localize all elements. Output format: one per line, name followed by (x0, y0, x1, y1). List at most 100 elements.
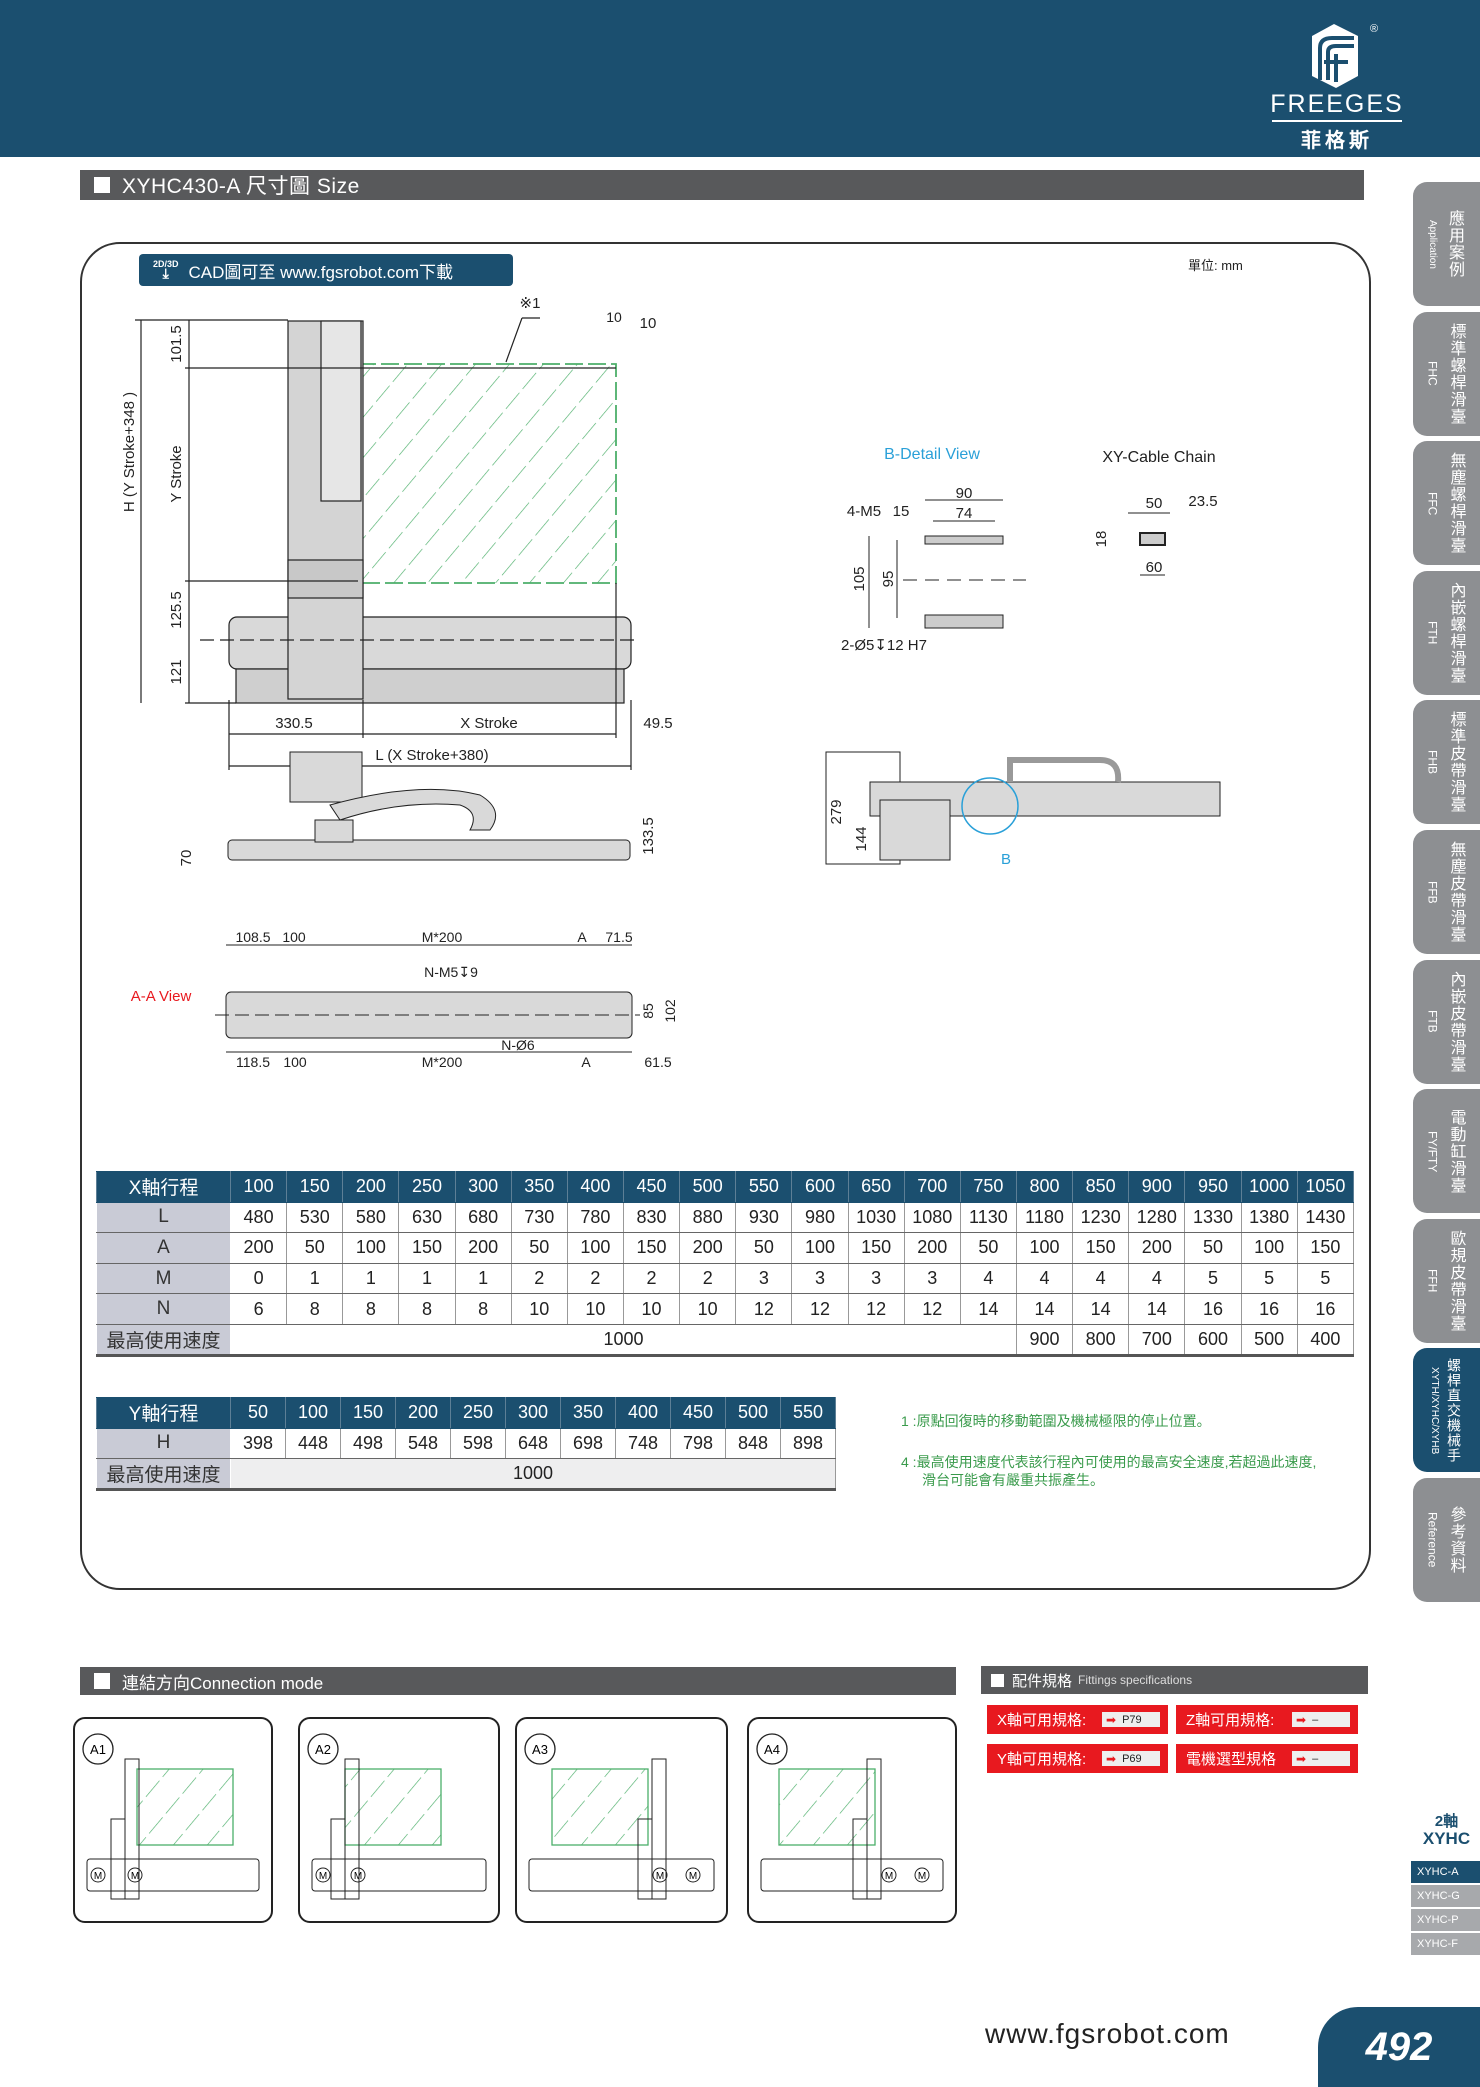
table-cell: 698 (560, 1427, 616, 1460)
section-title-bar: XYHC430-A 尺寸圖 Size (80, 170, 1364, 200)
fitting-page-link[interactable]: ➡– (1292, 1751, 1350, 1766)
dim-101-5: 101.5 (168, 325, 185, 363)
side-tab-code: FHB (1425, 750, 1440, 775)
table-cell: 12 (735, 1293, 793, 1325)
table-cell: 4 (1128, 1262, 1186, 1295)
fitting-item[interactable]: 電機選型規格➡– (1176, 1744, 1358, 1773)
series-item[interactable]: XYHC-G (1411, 1885, 1480, 1907)
table-cell: 10 (510, 1293, 568, 1325)
logo-divider (1272, 120, 1402, 122)
series-item[interactable]: XYHC-P (1411, 1909, 1480, 1931)
table-cell: 12 (847, 1293, 905, 1325)
fittings-title-en: Fittings specifications (1078, 1673, 1193, 1687)
table-cell: 530 (286, 1201, 344, 1234)
dim-n-6: N-Ø6 (501, 1037, 535, 1053)
dim-95: 95 (880, 571, 897, 588)
series-heading: 2軸 XYHC (1413, 1813, 1480, 1847)
speed-label: 最高使用速度 (96, 1323, 231, 1357)
table-cell: 1280 (1128, 1201, 1186, 1234)
table-cell: 150 (1296, 1232, 1355, 1264)
side-tab-label: 無塵螺桿滑臺 (1447, 452, 1465, 555)
table-cell: 100 (1240, 1232, 1298, 1264)
row-label: M (96, 1262, 231, 1295)
dim-90: 90 (956, 485, 973, 502)
footer-url[interactable]: www.fgsrobot.com (985, 2018, 1230, 2049)
fitting-item[interactable]: Y軸可用規格:➡P69 (987, 1744, 1168, 1773)
fitting-item[interactable]: X軸可用規格:➡P79 (987, 1705, 1168, 1734)
stroke-header: 650 (847, 1171, 905, 1203)
dim-100-top: 100 (282, 929, 306, 945)
table-cell: 1080 (903, 1201, 961, 1234)
fitting-page-link[interactable]: ➡– (1292, 1712, 1350, 1727)
stroke-header: 350 (560, 1397, 616, 1429)
stroke-header: 850 (1072, 1171, 1130, 1203)
series-item[interactable]: XYHC-A (1411, 1861, 1480, 1883)
table-cell: 150 (398, 1232, 456, 1264)
table-cell: 4 (1015, 1262, 1074, 1295)
table-cell: 12 (791, 1293, 849, 1325)
side-tab-label: 標準螺桿滑臺 (1447, 322, 1465, 425)
side-tab-code: FTH (1425, 621, 1440, 645)
table-cell: 100 (791, 1232, 849, 1264)
table-cell: 10 (566, 1293, 624, 1325)
table-cell: 3 (791, 1262, 849, 1295)
stroke-header: 600 (791, 1171, 849, 1203)
table-cell: 1330 (1184, 1201, 1242, 1234)
motor-icon: M (885, 1871, 893, 1882)
table-cell: 14 (1128, 1293, 1186, 1325)
stroke-header: 700 (903, 1171, 961, 1203)
table-cell: 980 (791, 1201, 849, 1234)
motor-icon: M (354, 1871, 362, 1882)
cad-download-link[interactable]: 2D/3D⤓ CAD圖可至 www.fgsrobot.com下載 (139, 254, 513, 286)
side-tab-label: 電動缸滑臺 (1447, 1108, 1465, 1194)
stroke-header: 150 (340, 1397, 396, 1429)
stroke-header: 250 (450, 1397, 506, 1429)
motor-icon: M (656, 1871, 664, 1882)
stroke-header: 200 (395, 1397, 451, 1429)
series-item[interactable]: XYHC-F (1411, 1933, 1480, 1955)
stroke-header: 500 (679, 1171, 737, 1203)
detail-b-marker: B (1001, 851, 1011, 868)
download-icon: 2D/3D⤓ (153, 259, 179, 281)
mode-label: A1 (90, 1742, 106, 1757)
speed-cell: 600 (1184, 1323, 1242, 1357)
table-cell: 8 (286, 1293, 344, 1325)
dim-60: 60 (1146, 559, 1163, 576)
stroke-header: 750 (959, 1171, 1017, 1203)
brand-name-zh: 菲格斯 (1301, 130, 1373, 152)
table-cell: 14 (959, 1293, 1017, 1325)
fitting-item[interactable]: Z軸可用規格:➡– (1176, 1705, 1358, 1734)
side-tab-code: Application (1427, 219, 1438, 269)
arrow-right-icon: ➡ (1296, 1751, 1307, 1766)
stroke-header: 50 (230, 1397, 286, 1429)
page-number: 492 (1318, 2007, 1480, 2087)
dim-100-bottom: 100 (283, 1054, 307, 1070)
stroke-header: 950 (1184, 1171, 1242, 1203)
side-tab-code: FFB (1425, 880, 1440, 904)
fitting-page-link[interactable]: ➡P69 (1102, 1751, 1160, 1766)
note-1-marker: ※1 (520, 295, 541, 312)
table-cell: 1180 (1015, 1201, 1074, 1234)
fitting-page-link[interactable]: ➡P79 (1102, 1712, 1160, 1727)
note-4-cont: 滑台可能會有嚴重共振產生。 (922, 1472, 1104, 1488)
dim-a-top: A (577, 929, 587, 945)
dim-49-5: 49.5 (643, 715, 672, 732)
fitting-page: – (1312, 1752, 1319, 1765)
table-cell: 100 (342, 1232, 400, 1264)
motor-icon: M (689, 1871, 697, 1882)
